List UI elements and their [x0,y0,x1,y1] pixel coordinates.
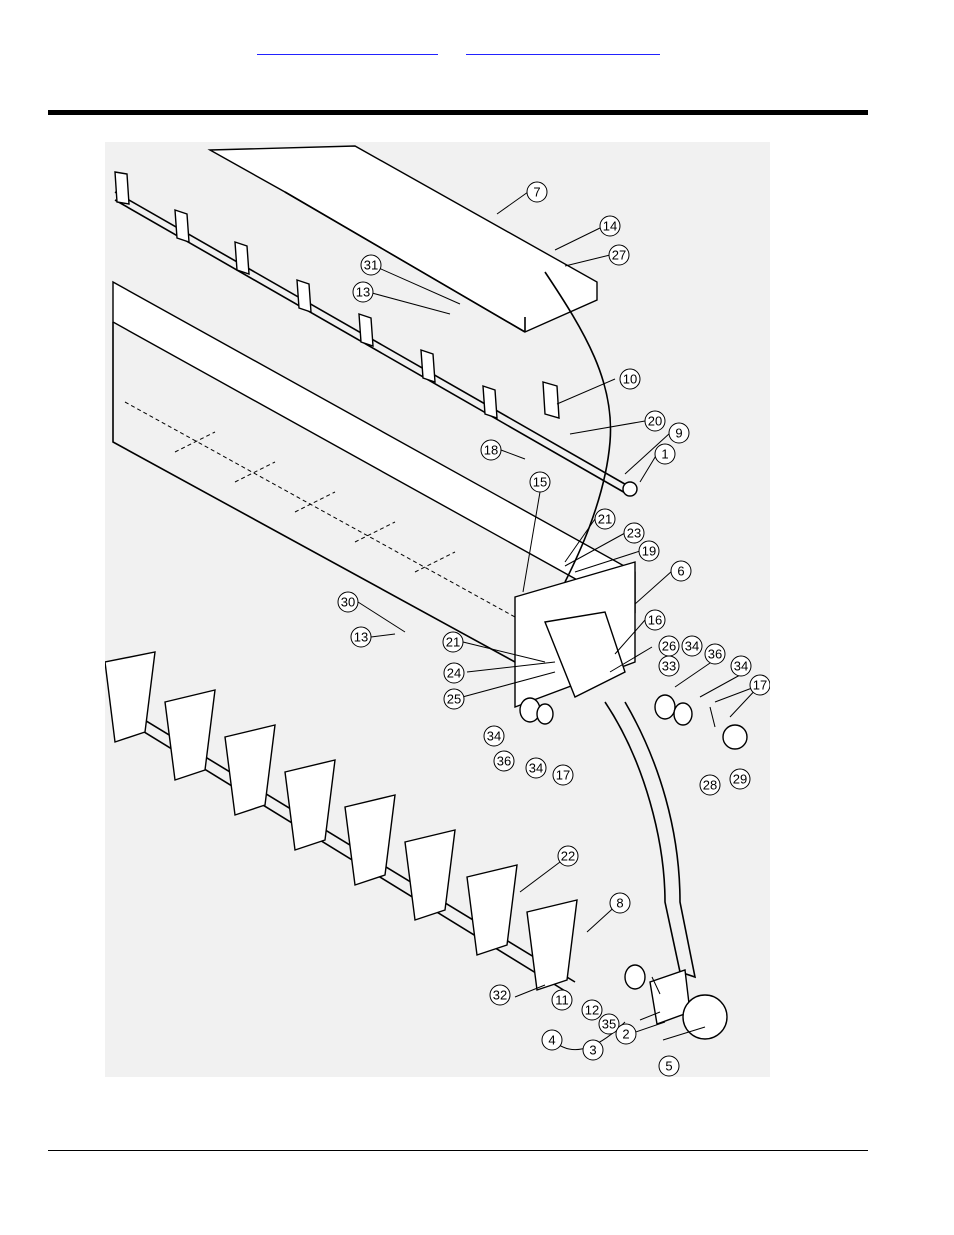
callout-34b: 34 [731,656,751,676]
callout-13b: 13 [351,627,371,647]
callout-27: 27 [609,245,629,265]
callout-18: 18 [481,440,501,460]
callout-21b: 21 [443,632,463,652]
callout-28: 28 [700,775,720,795]
exploded-view-drawing: 7 14 27 31 13 10 20 9 18 1 15 21 23 19 6… [105,142,770,1077]
callout-34d: 34 [526,758,546,778]
callout-29: 29 [730,769,750,789]
svg-text:7: 7 [533,185,540,200]
svg-text:12: 12 [585,1003,599,1018]
callout-6: 6 [671,561,691,581]
callout-20: 20 [645,411,665,431]
svg-text:18: 18 [484,443,498,458]
hopper-frame [113,282,635,707]
callout-8: 8 [610,893,630,913]
callout-15: 15 [530,472,550,492]
callout-13: 13 [353,282,373,302]
callout-14: 14 [600,216,620,236]
callout-11: 11 [552,990,572,1010]
callout-36: 36 [705,644,725,664]
bottom-rule [48,1150,868,1151]
callout-30: 30 [338,592,358,612]
svg-text:1: 1 [661,447,668,462]
svg-text:36: 36 [708,647,722,662]
header-link-2[interactable] [466,44,660,55]
svg-text:17: 17 [556,768,570,783]
callout-16: 16 [645,610,665,630]
callout-31: 31 [361,255,381,275]
svg-text:23: 23 [627,526,641,541]
callout-26: 26 [659,636,679,656]
metering-shaft [105,652,577,994]
callout-33: 33 [659,656,679,676]
svg-text:27: 27 [612,248,626,263]
svg-text:29: 29 [733,772,747,787]
svg-text:30: 30 [341,595,355,610]
svg-text:25: 25 [447,692,461,707]
svg-text:15: 15 [533,475,547,490]
callout-9: 9 [669,423,689,443]
svg-text:20: 20 [648,414,662,429]
svg-text:19: 19 [642,544,656,559]
svg-text:8: 8 [616,896,623,911]
svg-text:16: 16 [648,613,662,628]
svg-text:26: 26 [662,639,676,654]
svg-text:28: 28 [703,778,717,793]
callout-4: 4 [542,1030,562,1050]
svg-text:4: 4 [548,1033,555,1048]
callout-17: 17 [750,675,770,695]
svg-text:11: 11 [555,993,569,1008]
drive-guard-lower [605,702,695,977]
callout-34c: 34 [484,726,504,746]
svg-text:32: 32 [493,988,507,1003]
svg-text:17: 17 [753,678,767,693]
svg-text:14: 14 [603,219,617,234]
svg-text:31: 31 [364,258,378,273]
callout-23: 23 [624,523,644,543]
svg-text:2: 2 [622,1027,629,1042]
svg-text:22: 22 [561,849,575,864]
svg-text:33: 33 [662,659,676,674]
callout-10: 10 [620,369,640,389]
callout-34: 34 [682,636,702,656]
svg-text:9: 9 [675,426,682,441]
svg-text:34: 34 [487,729,501,744]
svg-text:13: 13 [356,285,370,300]
svg-text:13: 13 [354,630,368,645]
svg-text:21: 21 [598,512,612,527]
callout-24: 24 [444,663,464,683]
callout-7: 7 [527,182,547,202]
parts-diagram: 7 14 27 31 13 10 20 9 18 1 15 21 23 19 6… [105,142,770,1077]
svg-text:21: 21 [446,635,460,650]
svg-text:34: 34 [529,761,543,776]
svg-text:34: 34 [734,659,748,674]
callout-5: 5 [659,1056,679,1076]
callout-22: 22 [558,846,578,866]
svg-text:24: 24 [447,666,461,681]
top-rule [48,110,868,115]
callout-3: 3 [583,1040,603,1060]
callout-12: 12 [582,1000,602,1020]
svg-text:5: 5 [665,1059,672,1074]
callout-17b: 17 [553,765,573,785]
callout-25: 25 [444,689,464,709]
callout-32: 32 [490,985,510,1005]
callout-19: 19 [639,541,659,561]
svg-text:3: 3 [589,1043,596,1058]
svg-text:35: 35 [602,1017,616,1032]
cover-panel [210,146,597,332]
callout-1: 1 [655,444,675,464]
callout-36b: 36 [494,751,514,771]
header-link-1[interactable] [257,44,438,55]
callout-2: 2 [616,1024,636,1044]
svg-text:36: 36 [497,754,511,769]
callout-21: 21 [595,509,615,529]
svg-text:10: 10 [623,372,637,387]
svg-text:6: 6 [677,564,684,579]
svg-text:34: 34 [685,639,699,654]
